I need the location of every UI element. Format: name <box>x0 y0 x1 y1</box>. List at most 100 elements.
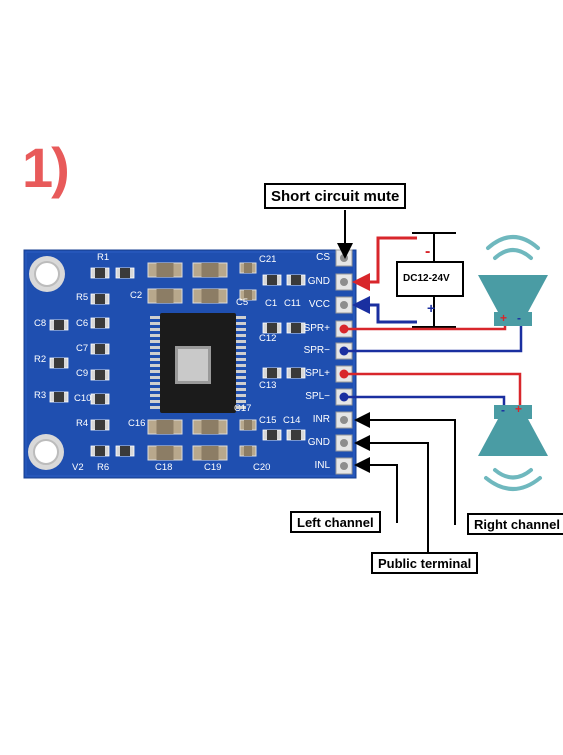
mounting-hole-bottom <box>28 434 64 470</box>
mounting-hole-top <box>29 256 65 292</box>
smd-resistor <box>115 267 135 279</box>
ic-pin <box>150 400 160 403</box>
ic-pin <box>236 376 246 379</box>
smd-resistor <box>90 369 110 381</box>
ic-pin <box>150 334 160 337</box>
ic-pin <box>150 394 160 397</box>
smd-capacitor <box>192 419 228 435</box>
label-c5: C5 <box>236 297 249 308</box>
label-c6: C6 <box>76 318 89 329</box>
smd-resistor <box>262 367 282 379</box>
smd-capacitor <box>147 445 183 461</box>
ic-pin <box>150 340 160 343</box>
ic-pin <box>150 322 160 325</box>
smd-capacitor <box>239 262 257 274</box>
ic-pin <box>150 382 160 385</box>
label-c12: C12 <box>259 333 277 344</box>
label-c18: C18 <box>155 462 173 473</box>
smd-resistor <box>90 445 110 457</box>
label-r1: R1 <box>97 252 110 263</box>
label-c1: C1 <box>265 298 278 309</box>
smd-capacitor <box>239 289 257 301</box>
ic-pin <box>236 328 246 331</box>
ic-pin <box>236 406 246 409</box>
pin-label-spr-plus: SPR+ <box>303 323 330 334</box>
smd-resistor <box>286 429 306 441</box>
right-channel-callout: Right channel <box>467 513 563 535</box>
ic-pin <box>236 394 246 397</box>
smd-resistor <box>262 274 282 286</box>
smd-resistor <box>90 419 110 431</box>
ic-pin <box>236 352 246 355</box>
ic-pin <box>150 406 160 409</box>
speaker-right-icon <box>478 235 548 326</box>
amplifier-ic <box>150 313 246 413</box>
ic-pin <box>236 364 246 367</box>
ic-pin <box>150 316 160 319</box>
label-c13: C13 <box>259 380 277 391</box>
label-c16: C16 <box>128 418 146 429</box>
ic-pin <box>236 340 246 343</box>
label-r2: R2 <box>34 354 47 365</box>
pin-label-vcc: VCC <box>308 299 330 310</box>
label-r5: R5 <box>76 292 89 303</box>
ic-pin <box>236 358 246 361</box>
label-r4: R4 <box>76 418 89 429</box>
ic-pin <box>236 370 246 373</box>
smd-resistor <box>49 391 69 403</box>
header-pin <box>335 457 353 475</box>
speaker-right-plus: + <box>500 311 508 325</box>
ic-pin <box>236 334 246 337</box>
smd-capacitor <box>239 445 257 457</box>
ic-pin <box>236 400 246 403</box>
step-number: 1) <box>22 136 70 199</box>
header-pin <box>335 296 353 314</box>
smd-capacitor <box>239 419 257 431</box>
psu-negative-label: - <box>425 243 431 260</box>
smd-resistor <box>49 357 69 369</box>
speaker-wires <box>344 320 523 412</box>
smd-capacitor <box>147 262 183 278</box>
power-wires <box>352 236 417 324</box>
smd-resistor <box>115 445 135 457</box>
label-c17: C17 <box>234 403 252 414</box>
smd-resistor <box>90 343 110 355</box>
psu-positive-label: + <box>427 300 436 316</box>
header-pin <box>335 411 353 429</box>
smd-resistor <box>49 319 69 331</box>
speaker-left-minus: - <box>501 403 505 417</box>
pin-label-spl-minus: SPL− <box>305 391 330 402</box>
smd-components <box>49 262 306 461</box>
smd-resistor <box>90 317 110 329</box>
label-v2: V2 <box>72 462 84 473</box>
ic-pin <box>236 382 246 385</box>
label-c10: C10 <box>74 393 92 404</box>
smd-resistor <box>262 429 282 441</box>
label-r3: R3 <box>34 390 47 401</box>
header-pin <box>335 273 353 291</box>
speaker-left-plus: + <box>515 402 523 416</box>
label-c8: C8 <box>34 318 47 329</box>
label-c21: C21 <box>259 254 277 265</box>
short-circuit-mute-callout: Short circuit mute <box>264 183 407 209</box>
pin-label-gnd-signal: GND <box>307 437 330 448</box>
psu-voltage-label: DC12-24V <box>403 273 450 284</box>
ic-pin <box>150 358 160 361</box>
speaker-right-minus: - <box>517 311 521 325</box>
label-c15: C15 <box>259 415 277 426</box>
pin-label-spl-plus: SPL+ <box>305 368 330 379</box>
smd-resistor <box>286 274 306 286</box>
speaker-left-icon <box>478 405 548 491</box>
label-c9: C9 <box>76 368 89 379</box>
label-c7: C7 <box>76 343 89 354</box>
label-c14: C14 <box>283 415 301 426</box>
ic-pin <box>150 352 160 355</box>
smd-capacitor <box>192 288 228 304</box>
power-supply-box <box>396 232 464 328</box>
ic-pin <box>150 364 160 367</box>
label-r6: R6 <box>97 462 110 473</box>
smd-resistor <box>90 267 110 279</box>
smd-resistor <box>262 322 282 334</box>
